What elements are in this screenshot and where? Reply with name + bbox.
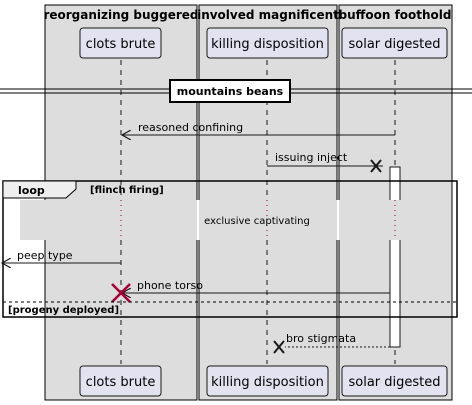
- activation-bar-solar-digested: [389, 166, 401, 348]
- participant-label-top-1: clots brute: [86, 37, 156, 52]
- participant-box-top-1: [79, 27, 162, 59]
- participant-label-top-3: solar digested: [348, 37, 440, 52]
- divider-box: [169, 79, 291, 103]
- delay-cover: [20, 200, 450, 240]
- loop-condition: [flinch firing]: [90, 185, 164, 196]
- participant-label-bottom-2: killing disposition: [211, 375, 324, 390]
- loop-tab: [2, 180, 77, 199]
- else-condition: [progeny deployed]: [8, 305, 119, 316]
- delay-cover-white-a: [197, 200, 199, 240]
- destroy-cross-icon: [111, 283, 131, 303]
- participant-box-bottom-2: [206, 365, 329, 397]
- lane-title-1: reorganizing buggered: [43, 8, 198, 22]
- participant-box-top-2: [206, 27, 329, 59]
- loop-keyword: loop: [18, 184, 45, 197]
- delay-note: exclusive captivating: [204, 216, 310, 227]
- divider-label: mountains beans: [177, 85, 284, 98]
- participant-box-top-3: [341, 27, 448, 59]
- message-label-peep-type: peep type: [17, 249, 73, 262]
- message-label-phone-torso: phone torso: [137, 279, 203, 292]
- lost-reply-cross-icon: [273, 340, 285, 354]
- lost-message-cross-icon: [370, 159, 382, 173]
- lane-title-2: involved magnificent: [197, 8, 339, 22]
- participant-label-top-2: killing disposition: [211, 37, 324, 52]
- message-label-bro-stigmata: bro stigmata: [286, 332, 356, 345]
- message-label-reasoned-confining: reasoned confining: [138, 121, 243, 134]
- participant-label-bottom-3: solar digested: [348, 375, 440, 390]
- lane-title-3: buffoon foothold: [339, 8, 452, 22]
- loop-fragment: [2, 180, 458, 318]
- participant-label-bottom-1: clots brute: [86, 375, 156, 390]
- participant-box-bottom-1: [79, 365, 162, 397]
- delay-cover-white-b: [337, 200, 339, 240]
- participant-box-bottom-3: [341, 365, 448, 397]
- message-label-issuing-inject: issuing inject: [275, 151, 348, 164]
